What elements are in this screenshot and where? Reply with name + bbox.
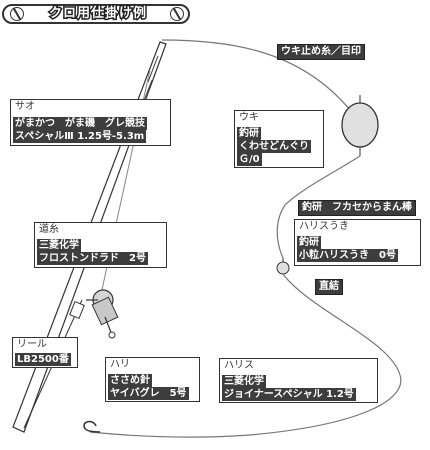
harisu-float-header: ハリスうき [299,221,349,232]
hook-header: ハリ [110,359,130,370]
hook-icon [83,420,101,433]
direct-tag: 直結 [315,279,343,295]
float-line3: Ｇ/0 [237,153,262,166]
page-title: クロ用仕掛け例 [47,5,147,23]
banner-left-icon [10,7,24,21]
line-box: 道糸 三菱化学 フロストンドラド 2号 [34,222,167,268]
hook-line2: ヤイバグレ 5号 [108,387,189,400]
banner-right-icon [170,7,184,21]
main-line [161,39,351,111]
hook-box: ハリ ささめ針 ヤイバグレ 5号 [105,357,200,402]
rod-line2: スペシャルⅢ 1.25号-5.3m [13,130,147,143]
reel-line1: LB2500番 [15,353,71,366]
rod-box: サオ がまかつ がま磯 グレ競技 スペシャルⅢ 1.25号-5.3m [10,99,171,146]
float-line2: くわせどんぐり [237,140,311,153]
float-header: ウキ [239,112,259,123]
leader-line2: ジョイナースペシャル 1.2号 [222,388,356,401]
float-line1: 釣研 [237,127,261,140]
leader-header: ハリス [224,360,254,371]
line-line2: フロストンドラド 2号 [37,252,148,265]
leader-box: ハリス 三菱化学 ジョイナースペシャル 1.2号 [219,358,378,403]
harisu-float-line1: 釣研 [297,236,321,249]
reel-header: リール [17,339,47,350]
rod-header: サオ [15,101,35,112]
leader-line1: 三菱化学 [222,375,266,388]
reel-box: リール LB2500番 [12,337,78,368]
harisu-float-line2: 小粒ハリスうき 0号 [297,249,398,262]
hook-line1: ささめ針 [108,374,152,387]
float-line [276,155,361,259]
reel-icon [86,289,119,339]
sinker-tag: 釣研 フカセからまん棒 [298,200,416,216]
rod-line1: がまかつ がま磯 グレ競技 [13,117,147,130]
leader-line [89,273,402,438]
line-line1: 三菱化学 [37,239,81,252]
line-header: 道糸 [39,224,59,235]
harisu-float-box: ハリスうき 釣研 小粒ハリスうき 0号 [294,219,421,266]
float-box: ウキ 釣研 くわせどんぐり Ｇ/0 [234,110,324,168]
title-banner: クロ用仕掛け例 [2,4,190,24]
swivel-icon [276,258,290,275]
float-icon [341,95,379,156]
float-stop-tag: ウキ止め糸／目印 [277,44,365,60]
